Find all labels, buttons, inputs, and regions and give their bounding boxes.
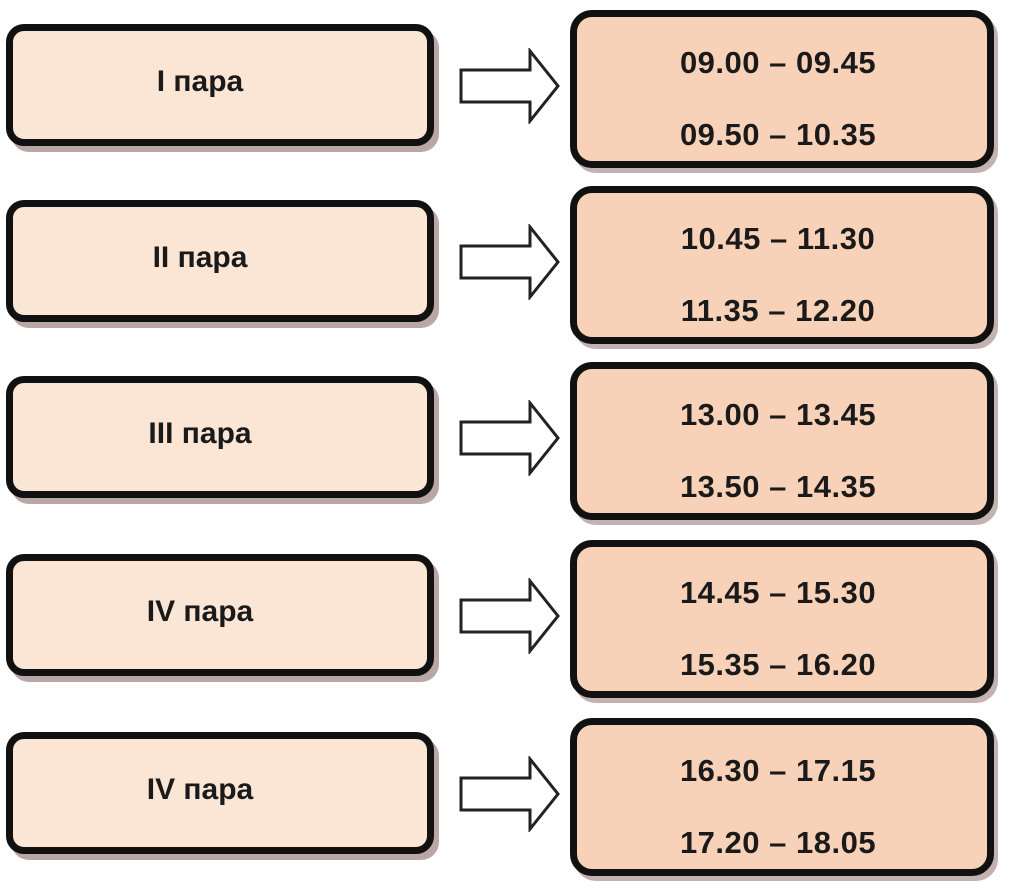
right-arrow-icon <box>459 48 560 124</box>
time-slot-second: 11.35 – 12.20 <box>680 293 876 328</box>
time-box: 14.45 – 15.30 15.35 – 16.20 <box>570 540 994 698</box>
time-slot-first: 13.00 – 13.45 <box>679 397 877 432</box>
schedule-row-4: IV пара 14.45 – 15.30 15.35 – 16.20 <box>0 534 1024 698</box>
lesson-label-box: II пара <box>6 200 434 322</box>
lesson-label: III пара <box>148 417 252 450</box>
time-box: 16.30 – 17.15 17.20 – 18.05 <box>570 718 994 876</box>
lesson-label-box: III пара <box>6 376 434 498</box>
right-arrow-icon <box>459 224 560 300</box>
lesson-label: IV пара <box>146 595 254 628</box>
time-slot-second: 09.50 – 10.35 <box>679 117 877 152</box>
lesson-label: II пара <box>152 241 248 274</box>
right-arrow-icon <box>459 578 560 654</box>
time-slot-first: 16.30 – 17.15 <box>679 753 877 788</box>
time-slot-first: 10.45 – 11.30 <box>680 221 876 256</box>
lesson-label-box: I пара <box>6 24 434 146</box>
schedule-row-5: IV пара 16.30 – 17.15 17.20 – 18.05 <box>0 712 1024 876</box>
right-arrow-icon <box>459 756 560 832</box>
lesson-label-box: IV пара <box>6 732 434 854</box>
lesson-label: I пара <box>156 65 244 98</box>
time-slot-second: 13.50 – 14.35 <box>679 469 877 504</box>
lesson-label-box: IV пара <box>6 554 434 676</box>
time-slot-second: 17.20 – 18.05 <box>679 825 877 860</box>
schedule-row-2: II пара 10.45 – 11.30 11.35 – 12.20 <box>0 180 1024 344</box>
time-slot-first: 09.00 – 09.45 <box>679 45 877 80</box>
time-slot-first: 14.45 – 15.30 <box>679 575 877 610</box>
time-box: 09.00 – 09.45 09.50 – 10.35 <box>570 10 994 168</box>
schedule-row-3: III пара 13.00 – 13.45 13.50 – 14.35 <box>0 356 1024 520</box>
time-box: 10.45 – 11.30 11.35 – 12.20 <box>570 186 994 344</box>
lesson-label: IV пара <box>146 773 254 806</box>
time-box: 13.00 – 13.45 13.50 – 14.35 <box>570 362 994 520</box>
time-slot-second: 15.35 – 16.20 <box>679 647 877 682</box>
right-arrow-icon <box>459 400 560 476</box>
schedule-row-1: I пара 09.00 – 09.45 09.50 – 10.35 <box>0 4 1024 168</box>
